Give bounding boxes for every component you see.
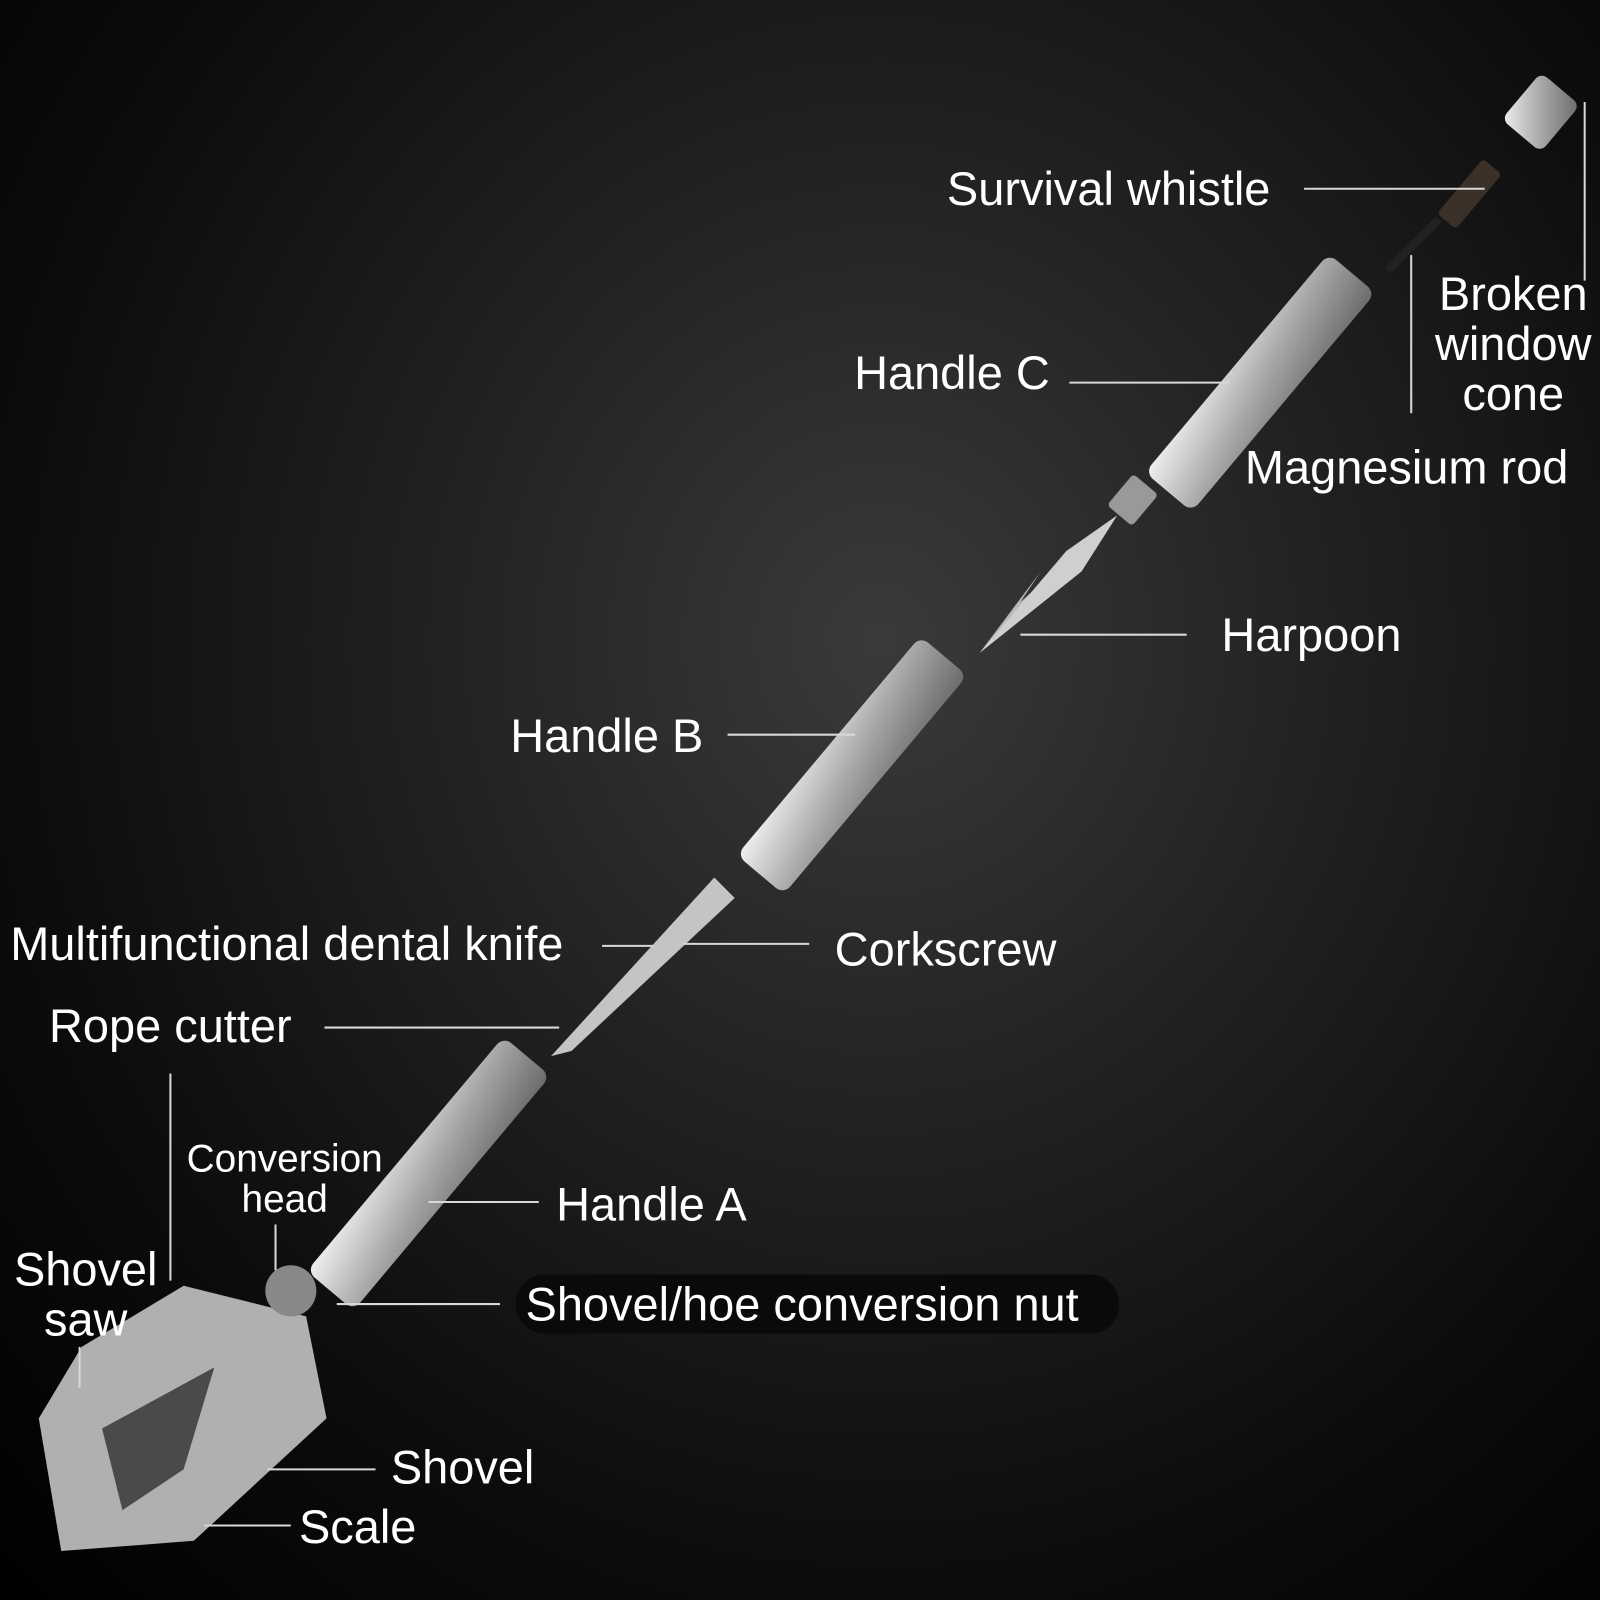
window-cone-part xyxy=(1504,75,1577,149)
label-line: cone xyxy=(1462,367,1565,421)
label-magnesium-rod: Magnesium rod xyxy=(1244,440,1569,494)
label-corkscrew: Corkscrew xyxy=(834,922,1057,976)
label-conversion-head: Conversion head xyxy=(179,1139,391,1221)
label-line: Broken xyxy=(1438,267,1588,321)
label-handle-c: Handle C xyxy=(854,345,1050,399)
knife-part xyxy=(551,877,735,1057)
magnesium-rod-part xyxy=(1108,475,1157,525)
label-dental-knife: Multifunctional dental knife xyxy=(10,917,564,971)
label-harpoon: Harpoon xyxy=(1221,608,1402,662)
label-line: window xyxy=(1434,317,1592,371)
conversion-nut-part xyxy=(265,1265,317,1317)
label-rope-cutter: Rope cutter xyxy=(48,998,292,1053)
label-line: head xyxy=(241,1178,328,1222)
whistle-part xyxy=(1438,160,1501,228)
leader-lines xyxy=(78,102,1586,1527)
label-broken-window-cone: Broken window cone xyxy=(1429,269,1598,419)
label-line: Conversion xyxy=(186,1137,383,1181)
label-handle-b: Handle B xyxy=(510,709,704,763)
label-handle-a: Handle A xyxy=(556,1177,747,1231)
label-survival-whistle: Survival whistle xyxy=(946,162,1271,216)
label-scale: Scale xyxy=(298,1499,417,1554)
label-shovel: Shovel xyxy=(390,1440,535,1494)
label-conversion-nut: Shovel/hoe conversion nut xyxy=(515,1274,1120,1334)
handle-b-part xyxy=(740,640,964,891)
label-line: saw xyxy=(43,1292,128,1346)
handle-c-part xyxy=(1149,257,1372,508)
handle-a-part xyxy=(310,1040,547,1307)
label-shovel-saw: Shovel saw xyxy=(8,1242,163,1346)
label-line: Shovel xyxy=(13,1242,158,1296)
